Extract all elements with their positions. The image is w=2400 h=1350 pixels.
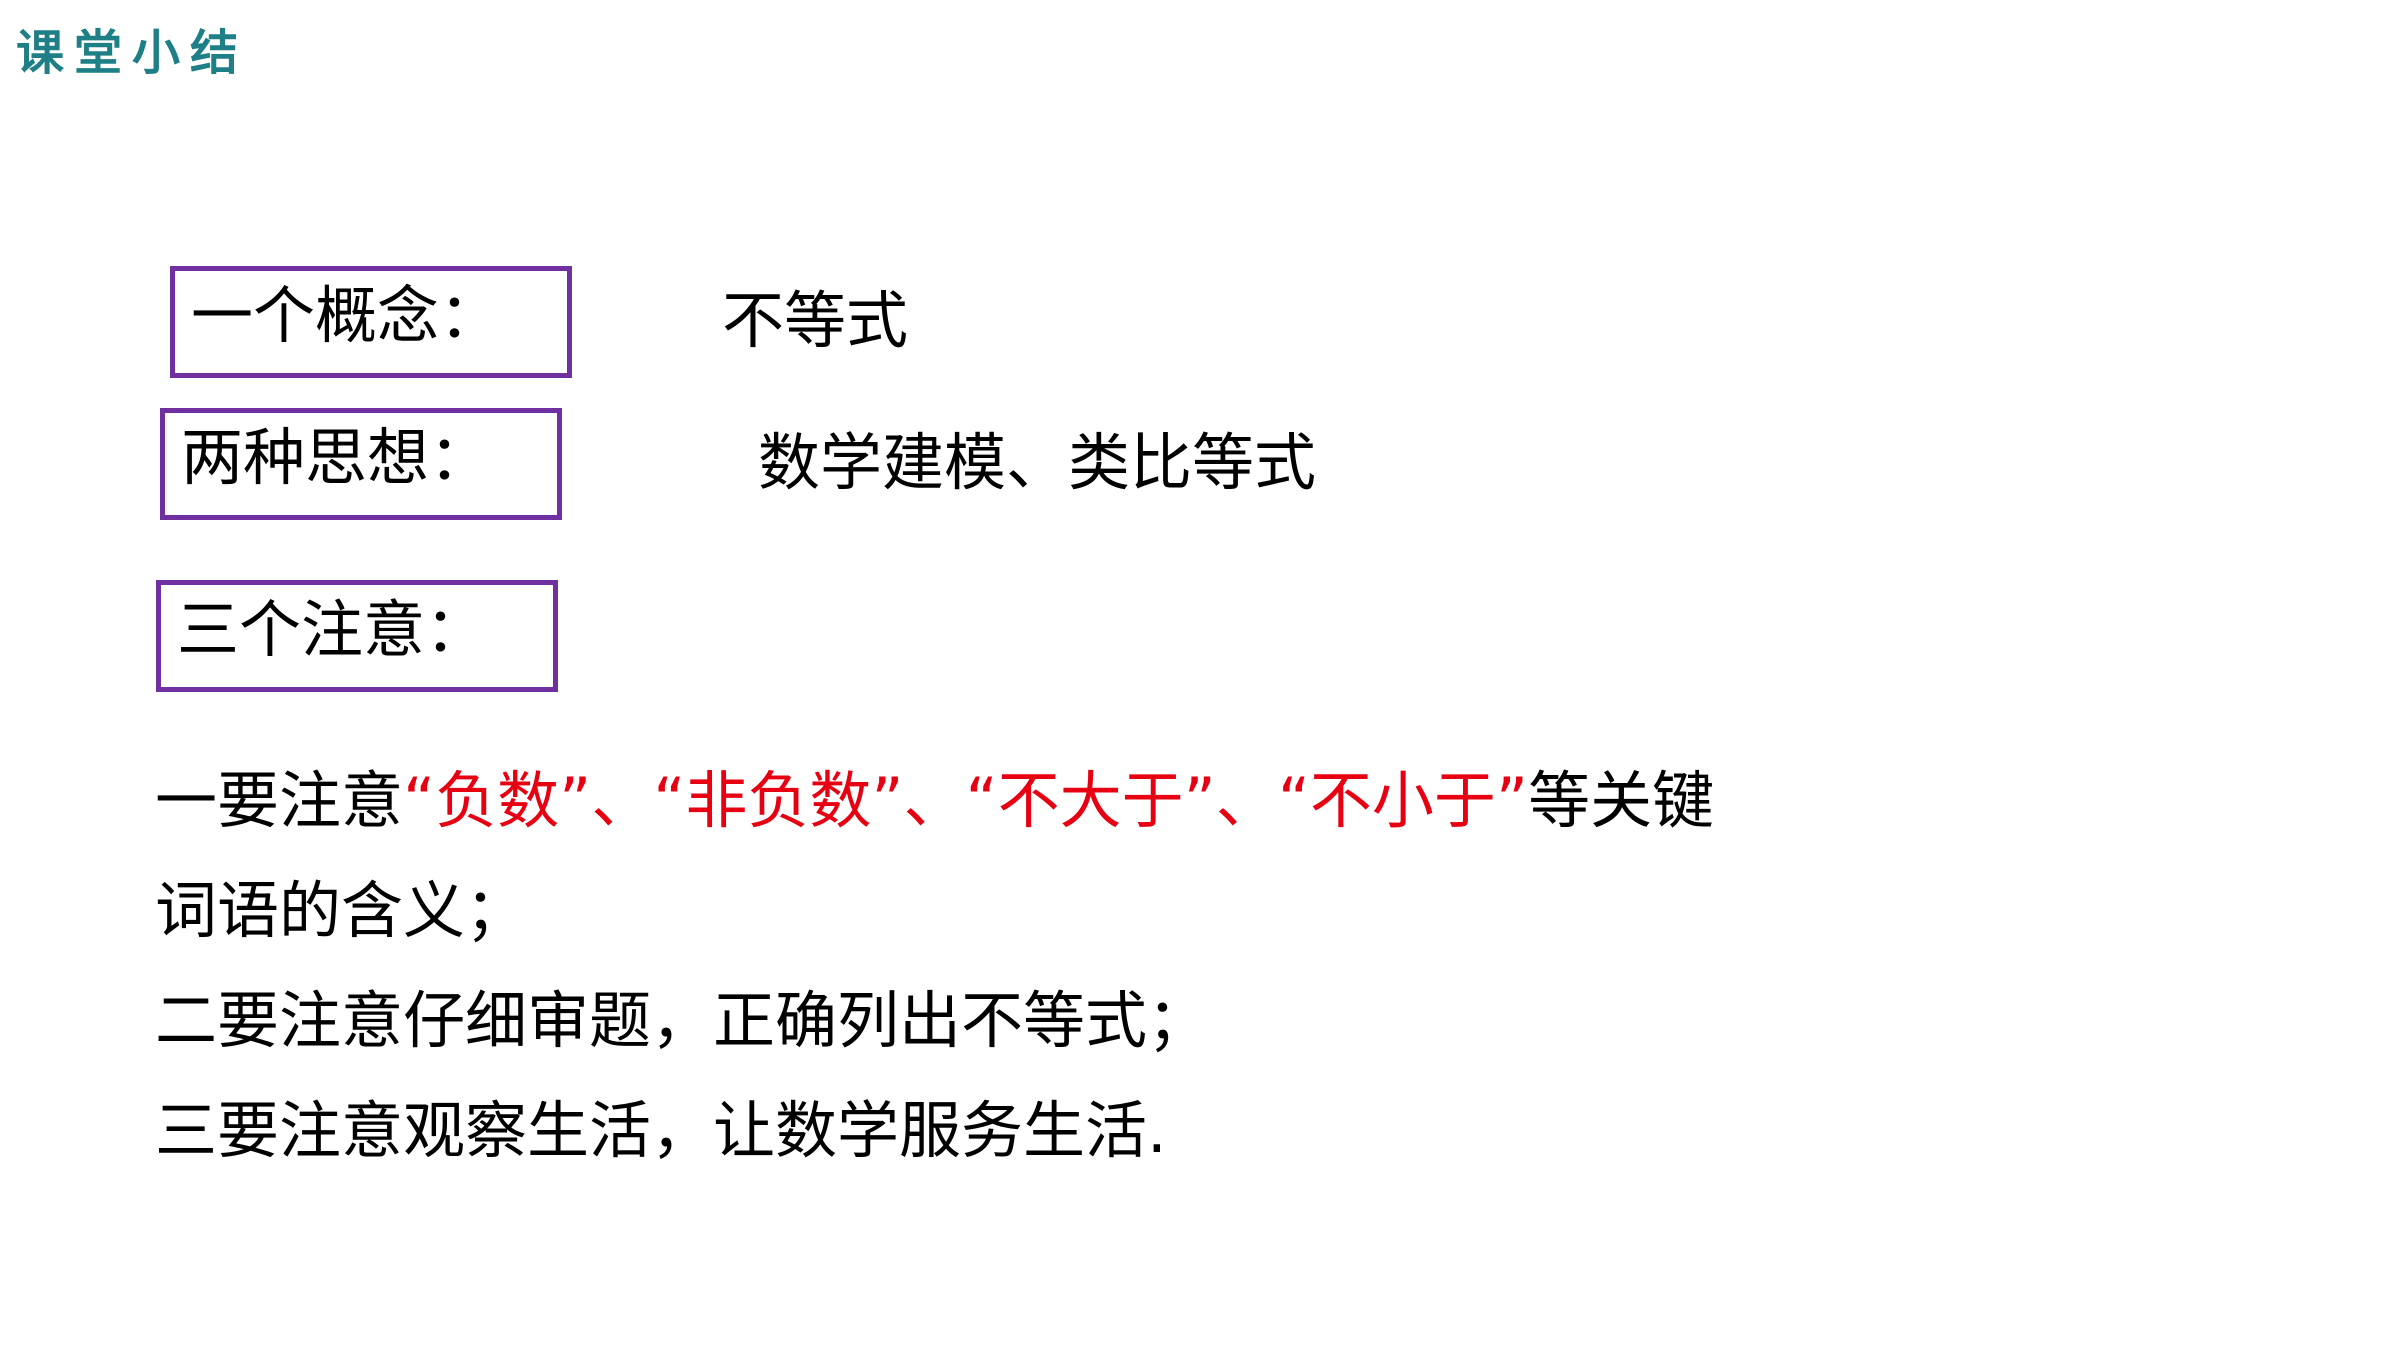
section-title: 课堂小结 — [16, 25, 249, 81]
note-1-suffix: 等关键 — [1528, 764, 1715, 837]
ideas-label: 两种思想： — [181, 421, 492, 494]
separator-3: 、 — [1215, 764, 1278, 837]
cautions-label: 三个注意： — [177, 593, 488, 666]
ideas-value: 数学建模、类比等式 — [758, 426, 1317, 499]
term-not-greater-than: “不大于” — [965, 764, 1216, 837]
note-line-1: 一要注意“负数”、“非负数”、“不大于”、“不小于”等关键 — [155, 756, 1714, 846]
concept-label: 一个概念： — [191, 279, 502, 352]
note-line-3: 三要注意观察生活，让数学服务生活. — [155, 1094, 1167, 1167]
term-not-less-than: “不小于” — [1277, 764, 1529, 837]
ideas-label-box: 两种思想： — [160, 408, 562, 520]
term-negative-number: “负数” — [403, 764, 592, 837]
note-1-prefix: 一要注意 — [155, 764, 404, 837]
note-line-1-continued: 词语的含义； — [155, 874, 528, 947]
separator-1: 、 — [591, 764, 654, 837]
separator-2: 、 — [903, 764, 966, 837]
concept-value: 不等式 — [722, 284, 909, 357]
concept-label-box: 一个概念： — [170, 266, 572, 378]
term-non-negative-number: “非负数” — [653, 764, 904, 837]
note-line-2: 二要注意仔细审题，正确列出不等式； — [155, 984, 1210, 1057]
cautions-label-box: 三个注意： — [156, 580, 558, 692]
